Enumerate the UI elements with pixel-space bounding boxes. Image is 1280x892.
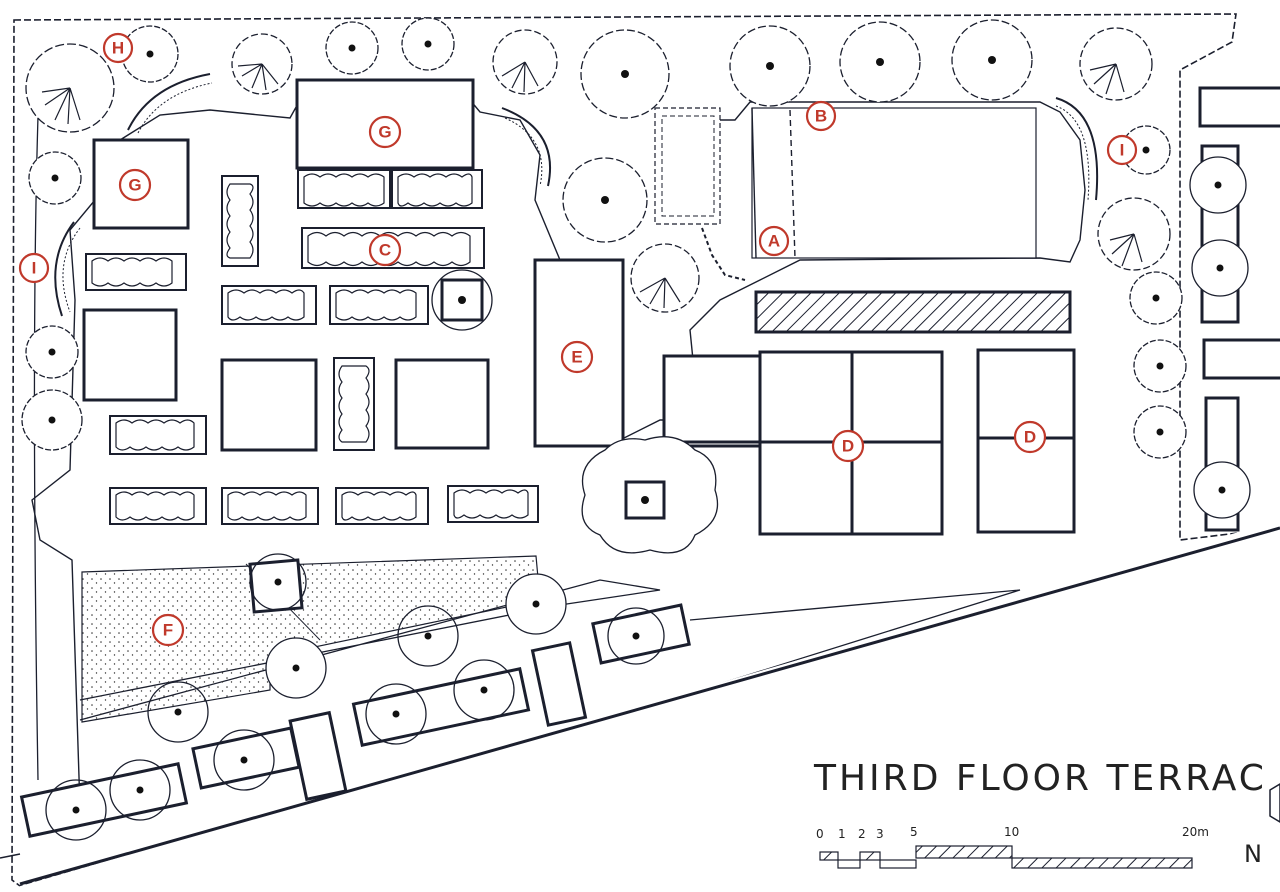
tree <box>121 25 179 83</box>
marker-d-text: D <box>1024 428 1036 447</box>
tree <box>397 605 459 667</box>
north-label: N <box>1244 840 1262 868</box>
tree <box>562 157 648 243</box>
palm-tree <box>1079 27 1153 101</box>
steps <box>701 227 746 281</box>
scale-label: 5 <box>910 825 918 839</box>
arc-seats <box>54 73 1099 317</box>
marker-d-text: D <box>842 437 854 456</box>
tree <box>839 21 921 103</box>
marker-g-text: G <box>128 176 141 195</box>
tree <box>951 19 1033 101</box>
palm-tree <box>630 243 700 313</box>
building-a-b <box>751 107 1037 259</box>
tree <box>401 17 455 71</box>
scale-label: 0 <box>816 827 824 841</box>
marker-f-text: F <box>163 621 173 640</box>
tree <box>1129 271 1183 325</box>
marker-d-right: D <box>1013 420 1047 454</box>
tree <box>453 659 515 721</box>
marker-h-text: H <box>112 39 124 58</box>
drawing-title: THIRD FLOOR TERRAC <box>813 758 1267 799</box>
marker-g-text: G <box>378 123 391 142</box>
scale-label: 10 <box>1004 825 1019 839</box>
marker-g-top: G <box>368 115 402 149</box>
pergola <box>654 107 721 225</box>
tree <box>325 21 379 75</box>
scale-label: 20m <box>1182 825 1209 839</box>
palm-tree <box>231 33 293 95</box>
marker-b: B <box>805 100 837 132</box>
scale-label: 2 <box>858 827 866 841</box>
tree <box>249 553 307 611</box>
marker-a: A <box>758 225 790 257</box>
tree <box>45 779 107 841</box>
marker-h: H <box>102 32 134 64</box>
d-decks <box>662 348 1076 536</box>
palm-tree <box>492 29 558 95</box>
square-beds <box>82 308 490 452</box>
scale-label: 3 <box>876 827 884 841</box>
tree <box>1133 339 1187 393</box>
marker-e: E <box>560 340 594 374</box>
palm-tree <box>1097 197 1171 271</box>
marker-i-right: I <box>1106 134 1138 166</box>
tree <box>1191 239 1249 297</box>
tree <box>109 759 171 821</box>
tree <box>1189 156 1247 214</box>
tree <box>1193 461 1251 519</box>
marker-i-text: I <box>32 259 37 278</box>
marker-d-center: D <box>831 429 865 463</box>
trees-lower <box>45 553 665 841</box>
tree <box>147 681 209 743</box>
tree <box>729 25 811 107</box>
tree <box>580 29 670 119</box>
marker-c: C <box>368 233 402 267</box>
marker-e-text: E <box>571 348 582 367</box>
label-markers: H G G B I I C A E D D F <box>18 32 1138 647</box>
tree <box>25 325 79 379</box>
trees-spiky <box>25 27 1171 313</box>
trees-round <box>21 17 1251 519</box>
tree <box>213 729 275 791</box>
tree <box>505 573 567 635</box>
hatched-bench <box>754 290 1072 334</box>
tree <box>265 637 327 699</box>
tree-planter-center <box>581 436 719 554</box>
marker-b-text: B <box>815 107 827 126</box>
marker-i-text: I <box>1120 141 1125 160</box>
tree <box>28 151 82 205</box>
marker-i-left: I <box>18 252 50 284</box>
diagonal-edge <box>0 520 1280 892</box>
palm-tree <box>25 43 115 133</box>
scale-label: 1 <box>838 827 846 841</box>
tree <box>21 389 83 451</box>
marker-g-left: G <box>118 168 152 202</box>
tree <box>607 607 665 665</box>
scale-bar: 0 1 2 3 5 10 20m <box>816 825 1209 869</box>
marker-f: F <box>151 613 185 647</box>
tree-planter-small <box>431 269 493 331</box>
tree <box>365 683 427 745</box>
north-arrow: N <box>1244 783 1280 868</box>
tree <box>1133 405 1187 459</box>
marker-c-text: C <box>379 241 391 260</box>
marker-a-text: A <box>768 232 780 251</box>
tree <box>1121 125 1171 175</box>
